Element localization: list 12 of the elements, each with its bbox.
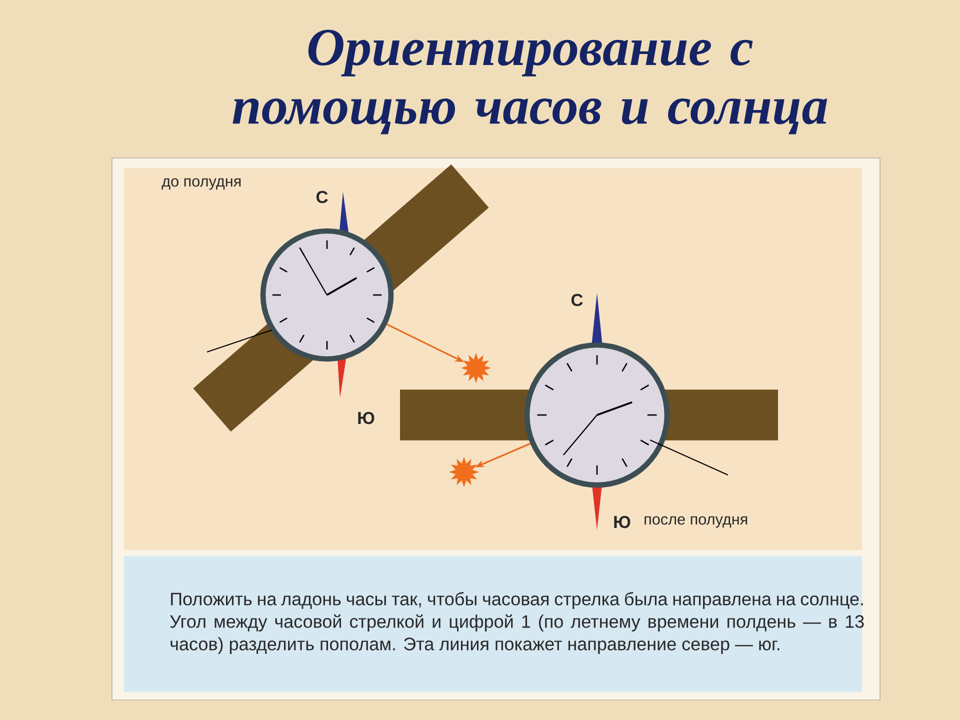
direction-letter: С — [571, 294, 583, 306]
direction-letter: Ю — [614, 516, 630, 528]
direction-letter: С — [316, 190, 328, 204]
caption: после полудня — [644, 516, 748, 528]
watch-drawing — [206, 228, 394, 362]
title: Ориентирование с помощью часов и солнца — [232, 30, 828, 134]
direction-letter: Ю — [358, 412, 374, 424]
sun-icon — [461, 353, 491, 383]
sun-icon — [449, 457, 479, 487]
watch-drawing — [524, 342, 728, 488]
caption: до полудня — [162, 178, 241, 190]
instruction-text: Положить на ладонь часы так, чтобы часовая стрелка была направлена на солнце. Угол между часовой стрелкой и цифрой 1 (по летнему времени полдень — в 13 часов) разделить пополам. Эта линия покажет направление север — юг. — [170, 592, 864, 654]
